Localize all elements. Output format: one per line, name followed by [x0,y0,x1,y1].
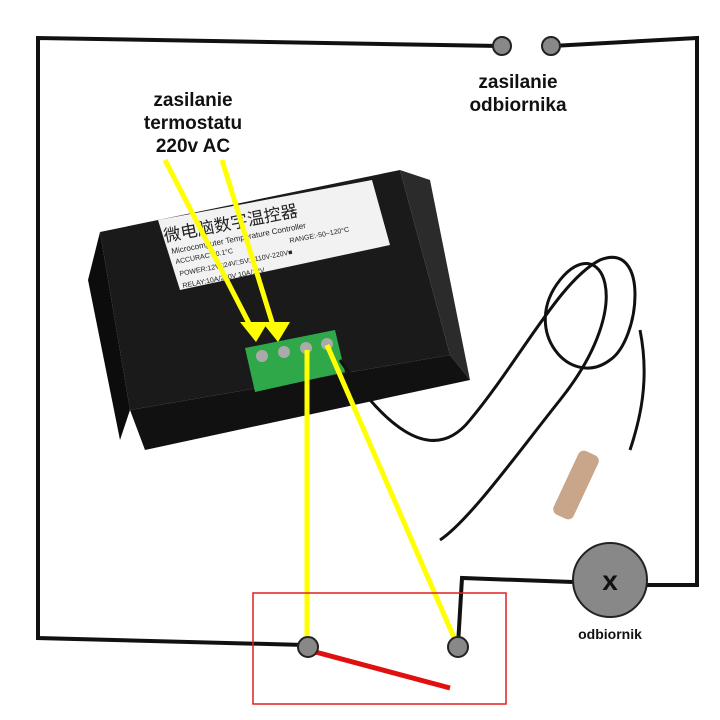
label-line: zasilanie [478,72,558,93]
label-line: odbiornika [469,94,567,116]
terminal-block [245,330,345,392]
connection-nodes [297,36,561,658]
label-line: zasilanie [153,90,233,111]
load-symbol-x: x [602,565,618,596]
probe-cable [338,255,637,542]
circuit-wire-left [36,35,501,647]
load-label: odbiornik [578,626,642,642]
label-line: 220v AC [155,135,231,157]
relay-switch-contact [307,647,451,691]
arrow-head-2 [262,322,290,342]
arrow-head-1 [240,322,268,342]
thermostat-supply-label: zasilanie termostatu 220v AC [118,90,268,158]
load-symbol [572,542,648,618]
switch-highlight-box [252,592,507,705]
load-supply-label: zasilanie odbiornika [448,72,588,118]
temperature-probe [553,450,599,520]
label-line: termostatu [143,112,243,134]
thermostat-device: 微电脑数字温控器 Microcomputer Temperature Contr… [88,170,470,450]
highlight-wires [162,158,458,641]
circuit-wire-right [551,35,699,587]
